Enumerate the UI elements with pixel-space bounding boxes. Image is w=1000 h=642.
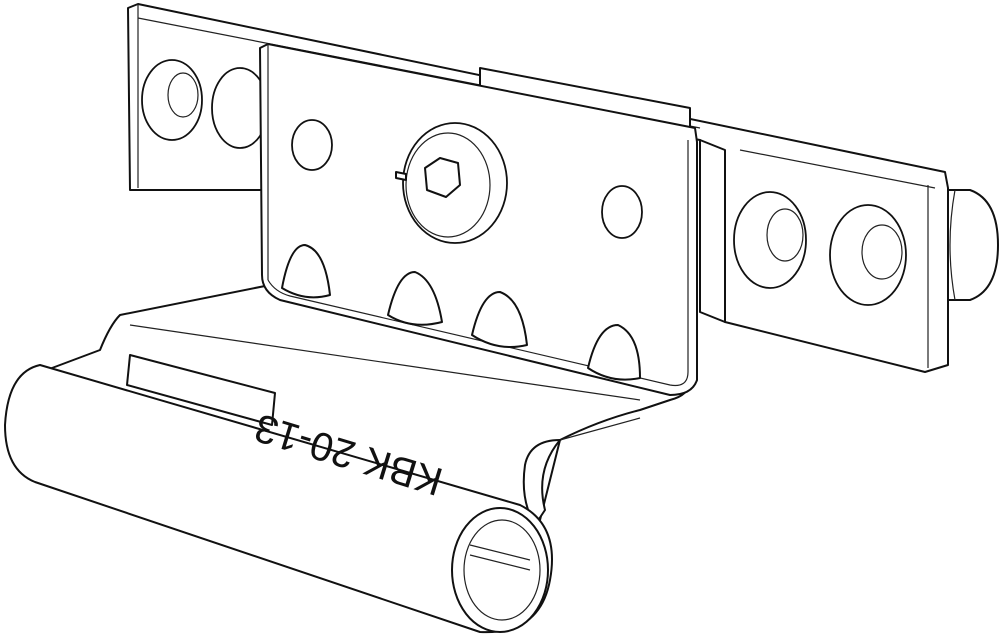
right-pin-knob — [939, 189, 999, 301]
barrel-end — [451, 507, 549, 633]
mounting-hole — [733, 191, 807, 289]
screw-hole — [601, 185, 643, 239]
front-hinge-plate — [259, 43, 698, 396]
back-mounting-strip — [127, 3, 949, 373]
hex-bolt — [395, 122, 508, 244]
label-plate — [126, 354, 276, 426]
hinge-knuckle — [4, 364, 561, 634]
mounting-hole — [829, 204, 907, 306]
screw-hole — [291, 119, 333, 171]
hex-socket-icon — [424, 157, 461, 198]
detent-bumps — [281, 244, 641, 381]
mounting-hole — [141, 59, 203, 141]
